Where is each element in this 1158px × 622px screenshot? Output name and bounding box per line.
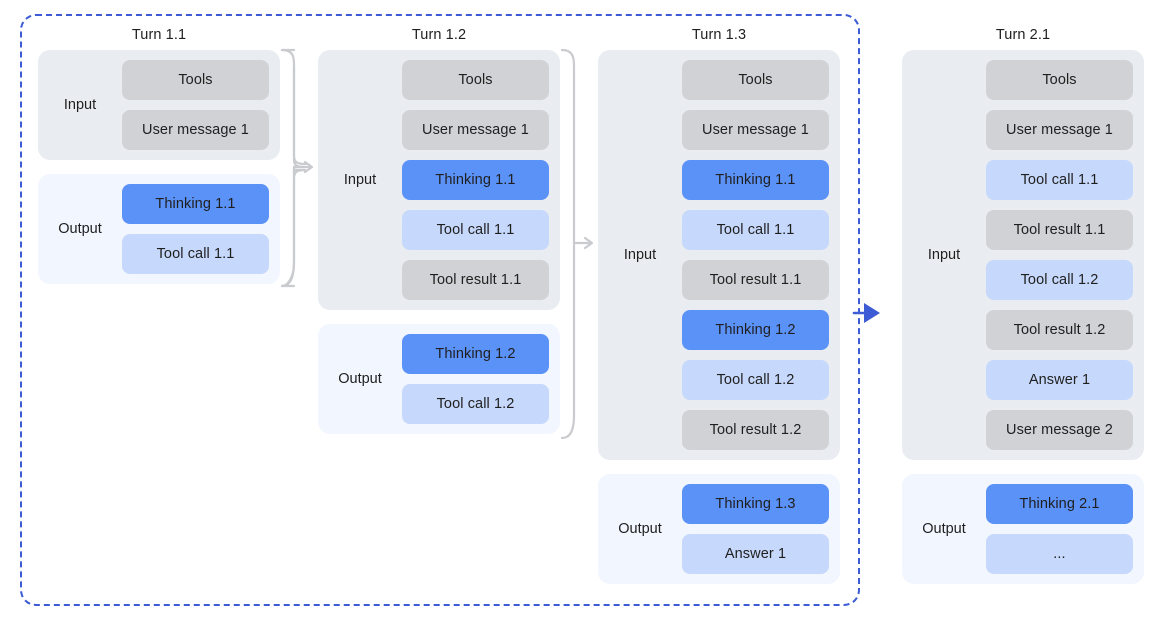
context-chip: Tool call 1.1: [402, 210, 549, 250]
context-chip: Thinking 1.1: [682, 160, 829, 200]
output-section: Output Thinking 2.1...: [902, 474, 1144, 584]
output-chip-stack: Thinking 2.1...: [986, 484, 1133, 574]
context-chip: User message 1: [682, 110, 829, 150]
output-section-label: Output: [58, 221, 102, 237]
context-chip: Answer 1: [682, 534, 829, 574]
context-chip: ...: [986, 534, 1133, 574]
context-chip: Thinking 2.1: [986, 484, 1133, 524]
turn-column-title: Turn 1.1: [131, 27, 187, 43]
context-chip: Tool result 1.2: [986, 310, 1133, 350]
context-chip: Tool result 1.2: [682, 410, 829, 450]
context-chip: Tools: [402, 60, 549, 100]
context-chip: Tool call 1.2: [682, 360, 829, 400]
context-chip: Thinking 1.1: [122, 184, 269, 224]
context-chip: User message 1: [986, 110, 1133, 150]
turn-1-group-outline: [20, 14, 860, 606]
context-chip: User message 1: [402, 110, 549, 150]
output-section-label: Output: [922, 521, 966, 537]
turn-column-title: Turn 2.1: [995, 27, 1051, 43]
context-chip: Tool call 1.2: [402, 384, 549, 424]
context-chip: Tool call 1.1: [682, 210, 829, 250]
context-chip: Tool call 1.2: [986, 260, 1133, 300]
output-section-label: Output: [618, 521, 662, 537]
turn-column-title: Turn 1.2: [411, 27, 467, 43]
context-chip: Tool result 1.1: [402, 260, 549, 300]
context-chip: Tools: [682, 60, 829, 100]
context-chip: Tool result 1.1: [986, 210, 1133, 250]
context-chip: Thinking 1.2: [402, 334, 549, 374]
context-chip: User message 2: [986, 410, 1133, 450]
input-section-label: Input: [927, 247, 961, 263]
input-section-label: Input: [343, 172, 377, 188]
context-chip: Tools: [122, 60, 269, 100]
context-chip: Thinking 1.2: [682, 310, 829, 350]
output-section-label: Output: [338, 371, 382, 387]
input-section-label: Input: [63, 97, 97, 113]
context-chip: Thinking 1.1: [402, 160, 549, 200]
context-chip: User message 1: [122, 110, 269, 150]
context-chip: Tool result 1.1: [682, 260, 829, 300]
context-chip: Tool call 1.1: [986, 160, 1133, 200]
arrow-turn-1-3-to-2-1: [852, 303, 880, 323]
context-chip: Answer 1: [986, 360, 1133, 400]
context-chip: Thinking 1.3: [682, 484, 829, 524]
context-chip: Tools: [986, 60, 1133, 100]
turn-column-title: Turn 1.3: [691, 27, 747, 43]
context-chip: Tool call 1.1: [122, 234, 269, 274]
input-section-label: Input: [623, 247, 657, 263]
